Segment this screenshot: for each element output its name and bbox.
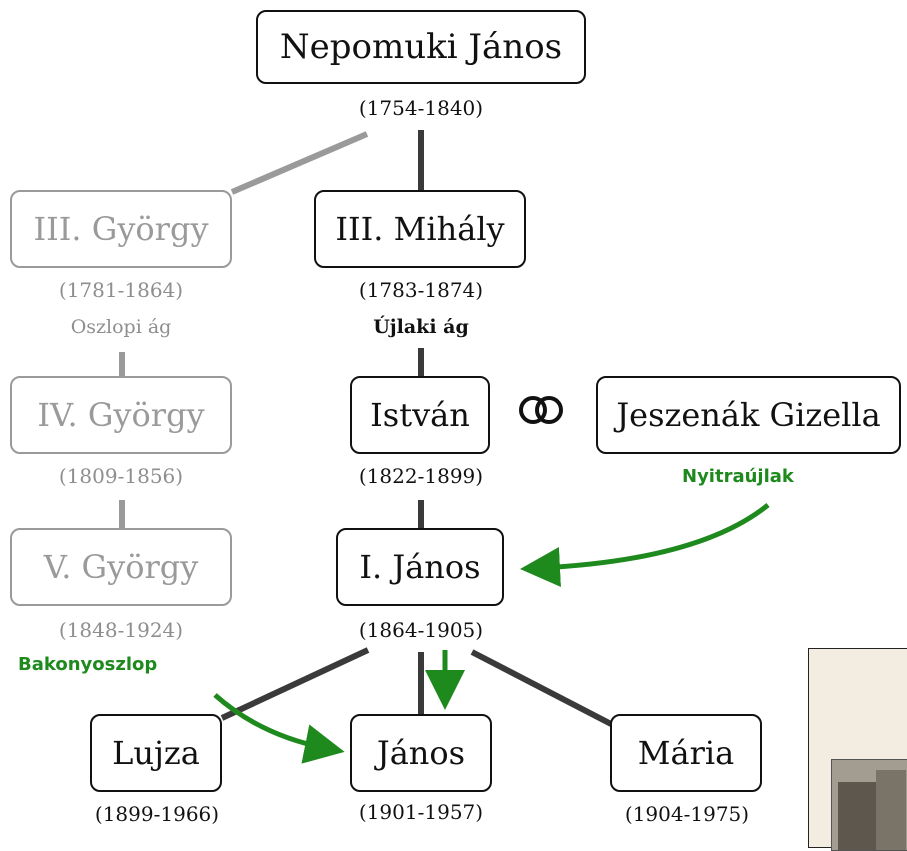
person-name: Mária bbox=[637, 734, 735, 772]
person-name: Nepomuki János bbox=[279, 27, 563, 67]
person-jeszenak-gizella: Jeszenák Gizella bbox=[596, 376, 901, 454]
interlocking-rings-icon bbox=[519, 396, 563, 424]
person-dates: (1901-1957) bbox=[358, 800, 484, 824]
line-janos1-lujza bbox=[220, 647, 370, 721]
person-name: Jeszenák Gizella bbox=[616, 396, 881, 434]
person-dates: (1904-1975) bbox=[624, 802, 750, 826]
person-iv-gyorgy: IV. György bbox=[10, 376, 232, 454]
arrow-bakonyoszlop-to-janos bbox=[213, 693, 345, 764]
place-label-bakonyoszlop: Bakonyoszlop bbox=[18, 654, 158, 675]
person-istvan: István bbox=[350, 376, 490, 454]
person-dates: (1783-1874) bbox=[358, 278, 484, 302]
person-i-janos: I. János bbox=[336, 528, 504, 606]
person-dates: (1781-1864) bbox=[58, 278, 184, 302]
person-name: I. János bbox=[359, 548, 481, 586]
branch-label-ujlaki: Újlaki ág bbox=[373, 316, 469, 338]
photo-image bbox=[831, 759, 907, 851]
arrow-nyitraujlak-to-janos1 bbox=[520, 503, 770, 587]
person-iii-gyorgy: III. György bbox=[10, 190, 232, 268]
person-name: III. György bbox=[33, 210, 209, 248]
person-lujza: Lujza bbox=[90, 714, 222, 792]
person-name: János bbox=[376, 734, 466, 772]
line-nepomuki-gyorgy3 bbox=[230, 131, 369, 195]
photo-thumbnail bbox=[808, 648, 907, 851]
person-iii-mihaly: III. Mihály bbox=[314, 190, 526, 268]
person-dates: (1822-1899) bbox=[358, 464, 484, 488]
person-name: IV. György bbox=[37, 396, 205, 434]
line-janos1-maria bbox=[470, 649, 615, 728]
person-maria: Mária bbox=[610, 714, 762, 792]
branch-label-oszlopi: Oszlopi ág bbox=[70, 316, 172, 338]
person-dates: (1809-1856) bbox=[58, 464, 184, 488]
person-nepomuki-janos: Nepomuki János bbox=[256, 10, 586, 84]
person-dates: (1848-1924) bbox=[58, 618, 184, 642]
person-dates: (1754-1840) bbox=[358, 96, 484, 120]
person-dates: (1899-1966) bbox=[94, 802, 220, 826]
person-name: III. Mihály bbox=[335, 210, 505, 248]
person-name: V. György bbox=[43, 548, 199, 586]
person-v-gyorgy: V. György bbox=[10, 528, 232, 606]
person-name: Lujza bbox=[112, 734, 200, 772]
person-dates: (1864-1905) bbox=[358, 618, 484, 642]
place-label-nyitraujlak: Nyitraújlak bbox=[682, 466, 794, 487]
person-janos: János bbox=[350, 714, 492, 792]
person-name: István bbox=[370, 396, 470, 434]
